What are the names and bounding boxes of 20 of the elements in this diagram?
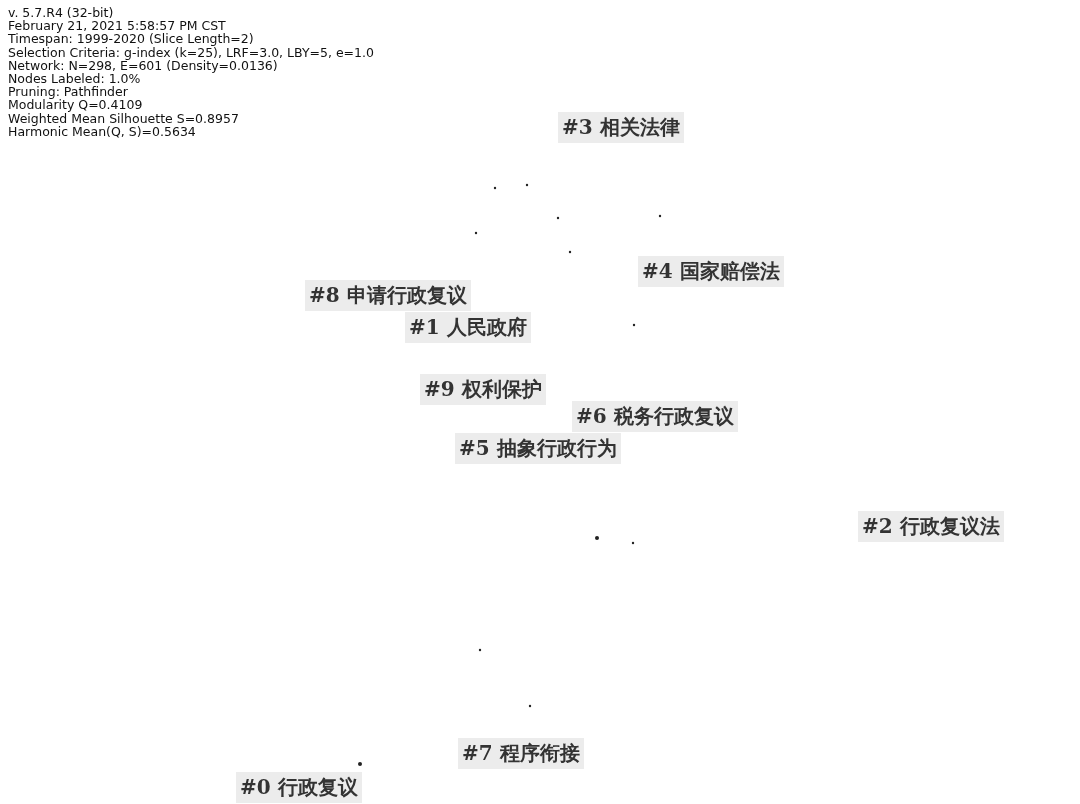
- info-text: Nodes Labeled: 1.0%: [8, 72, 141, 86]
- info-text: Harmonic Mean(Q, S)=0.5634: [8, 124, 196, 139]
- cluster-label: #1 人民政府: [405, 312, 531, 343]
- cluster-label: #8 申请行政复议: [305, 280, 471, 311]
- info-text: Pruning: Pathfinder: [8, 85, 128, 99]
- info-text: February 21, 2021 5:58:57 PM CST: [8, 19, 226, 33]
- cluster-label: #3 相关法律: [558, 112, 684, 143]
- cluster-label: #9 权利保护: [420, 374, 546, 405]
- cluster-label: #5 抽象行政行为: [455, 433, 621, 464]
- info-text: Modularity Q=0.4109: [8, 98, 143, 112]
- info-text: Weighted Mean Silhouette S=0.8957: [8, 111, 239, 125]
- cluster-label: #4 国家赔偿法: [638, 256, 784, 287]
- cluster-label: #6 税务行政复议: [572, 401, 738, 432]
- info-text: Timespan: 1999-2020 (Slice Length=2): [8, 32, 254, 46]
- cluster-label: #7 程序衔接: [458, 738, 584, 769]
- cluster-label: #0 行政复议: [236, 772, 362, 803]
- info-text: Selection Criteria: g-index (k=25), LRF=3.0, LBY=5, e=1.0: [8, 45, 374, 59]
- cluster-label: #2 行政复议法: [858, 511, 1004, 542]
- info-text: Network: N=298, E=601 (Density=0.0136): [8, 58, 278, 72]
- info-text: v. 5.7.R4 (32-bit): [8, 6, 114, 20]
